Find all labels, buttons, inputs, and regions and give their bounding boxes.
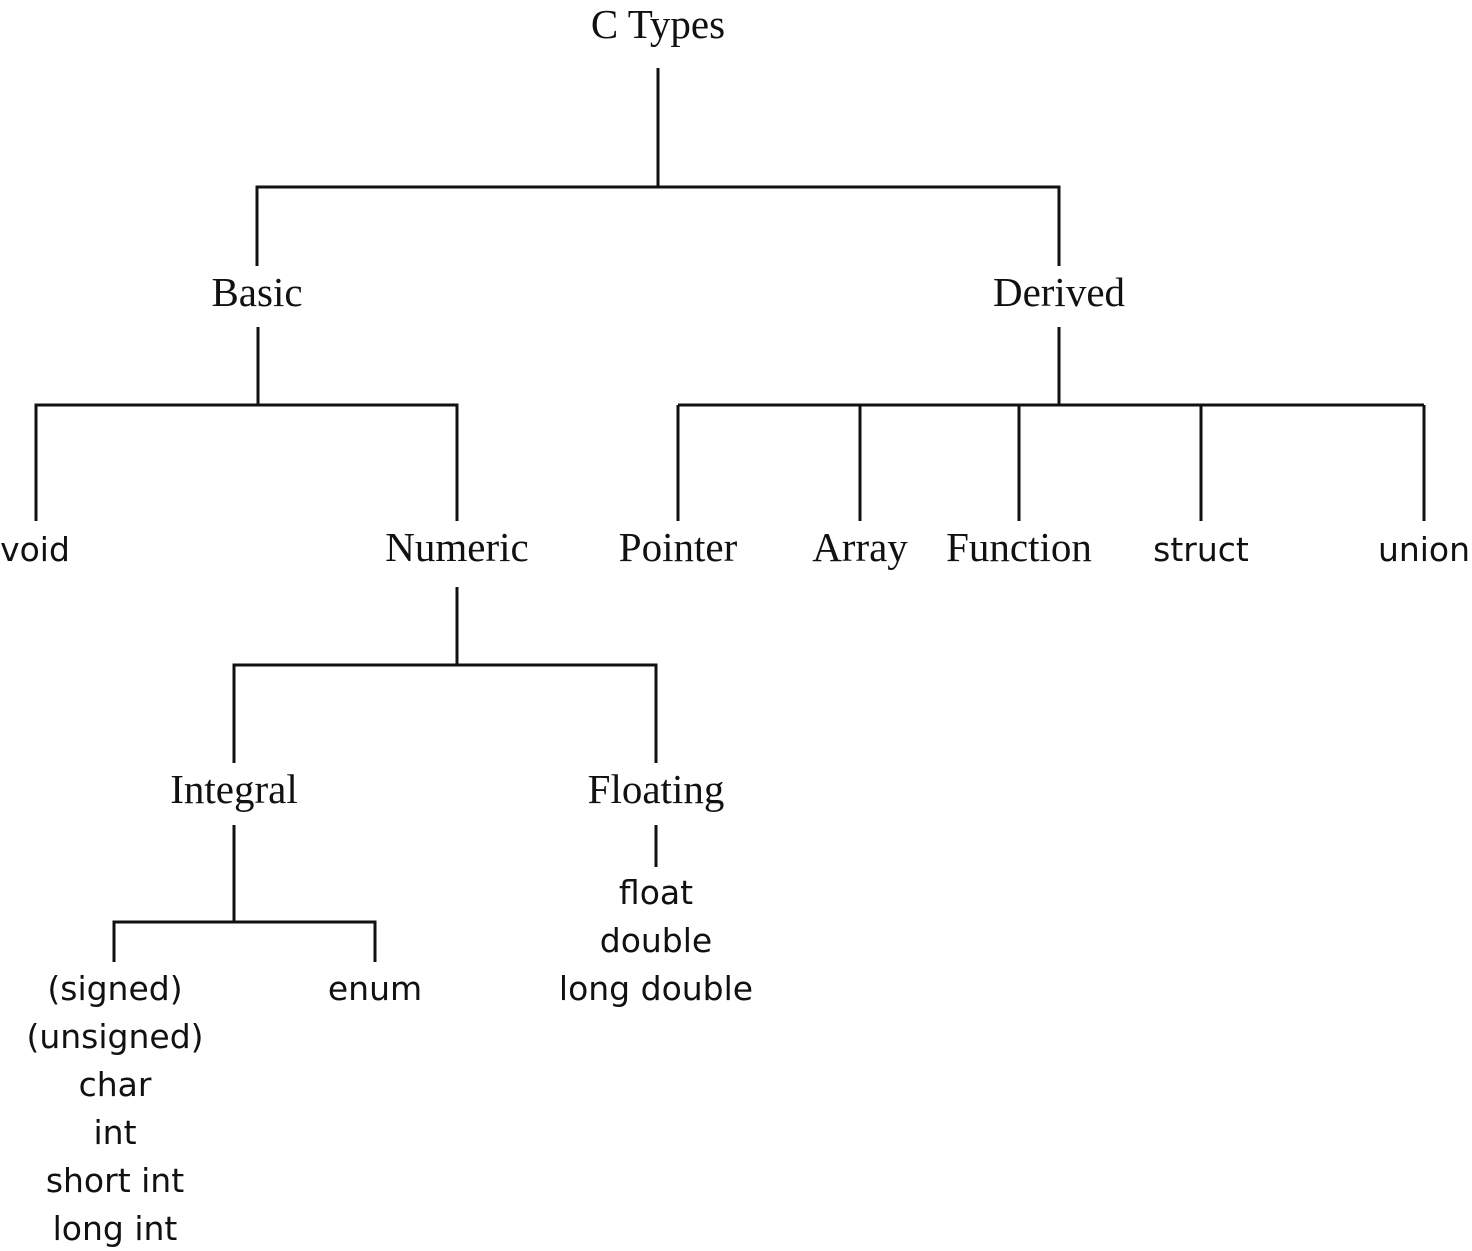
node-union: union [1378,530,1470,569]
node-numeric: Numeric [385,524,528,570]
node-c-types: C Types [591,1,725,47]
node-pointer: Pointer [619,524,738,570]
edge-numeric-bracket [232,663,658,763]
type-float: float [619,873,693,912]
node-integral: Integral [170,766,297,812]
edge-basic-bracket [34,403,459,521]
node-basic: Basic [211,269,302,315]
edge-integral-bracket [112,920,377,962]
node-array: Array [812,524,908,570]
type-enum: enum [328,969,422,1008]
type-long-int: long int [53,1209,178,1248]
edge-root-bracket [255,185,1061,266]
node-void: void [0,530,70,569]
type-double: double [600,921,712,960]
floating-types-list: float double long double [559,873,753,1008]
type-unsigned: (unsigned) [26,1017,203,1056]
tree-connectors [34,68,1426,962]
integer-types-list: (signed) (unsigned) char int short int l… [26,969,203,1248]
type-short-int: short int [46,1161,184,1200]
type-long-double: long double [559,969,753,1008]
node-function: Function [946,524,1092,570]
type-int: int [93,1113,136,1152]
node-derived: Derived [993,269,1125,315]
type-signed: (signed) [47,969,182,1008]
node-floating: Floating [588,766,725,812]
node-struct: struct [1153,530,1249,569]
type-char: char [79,1065,152,1104]
